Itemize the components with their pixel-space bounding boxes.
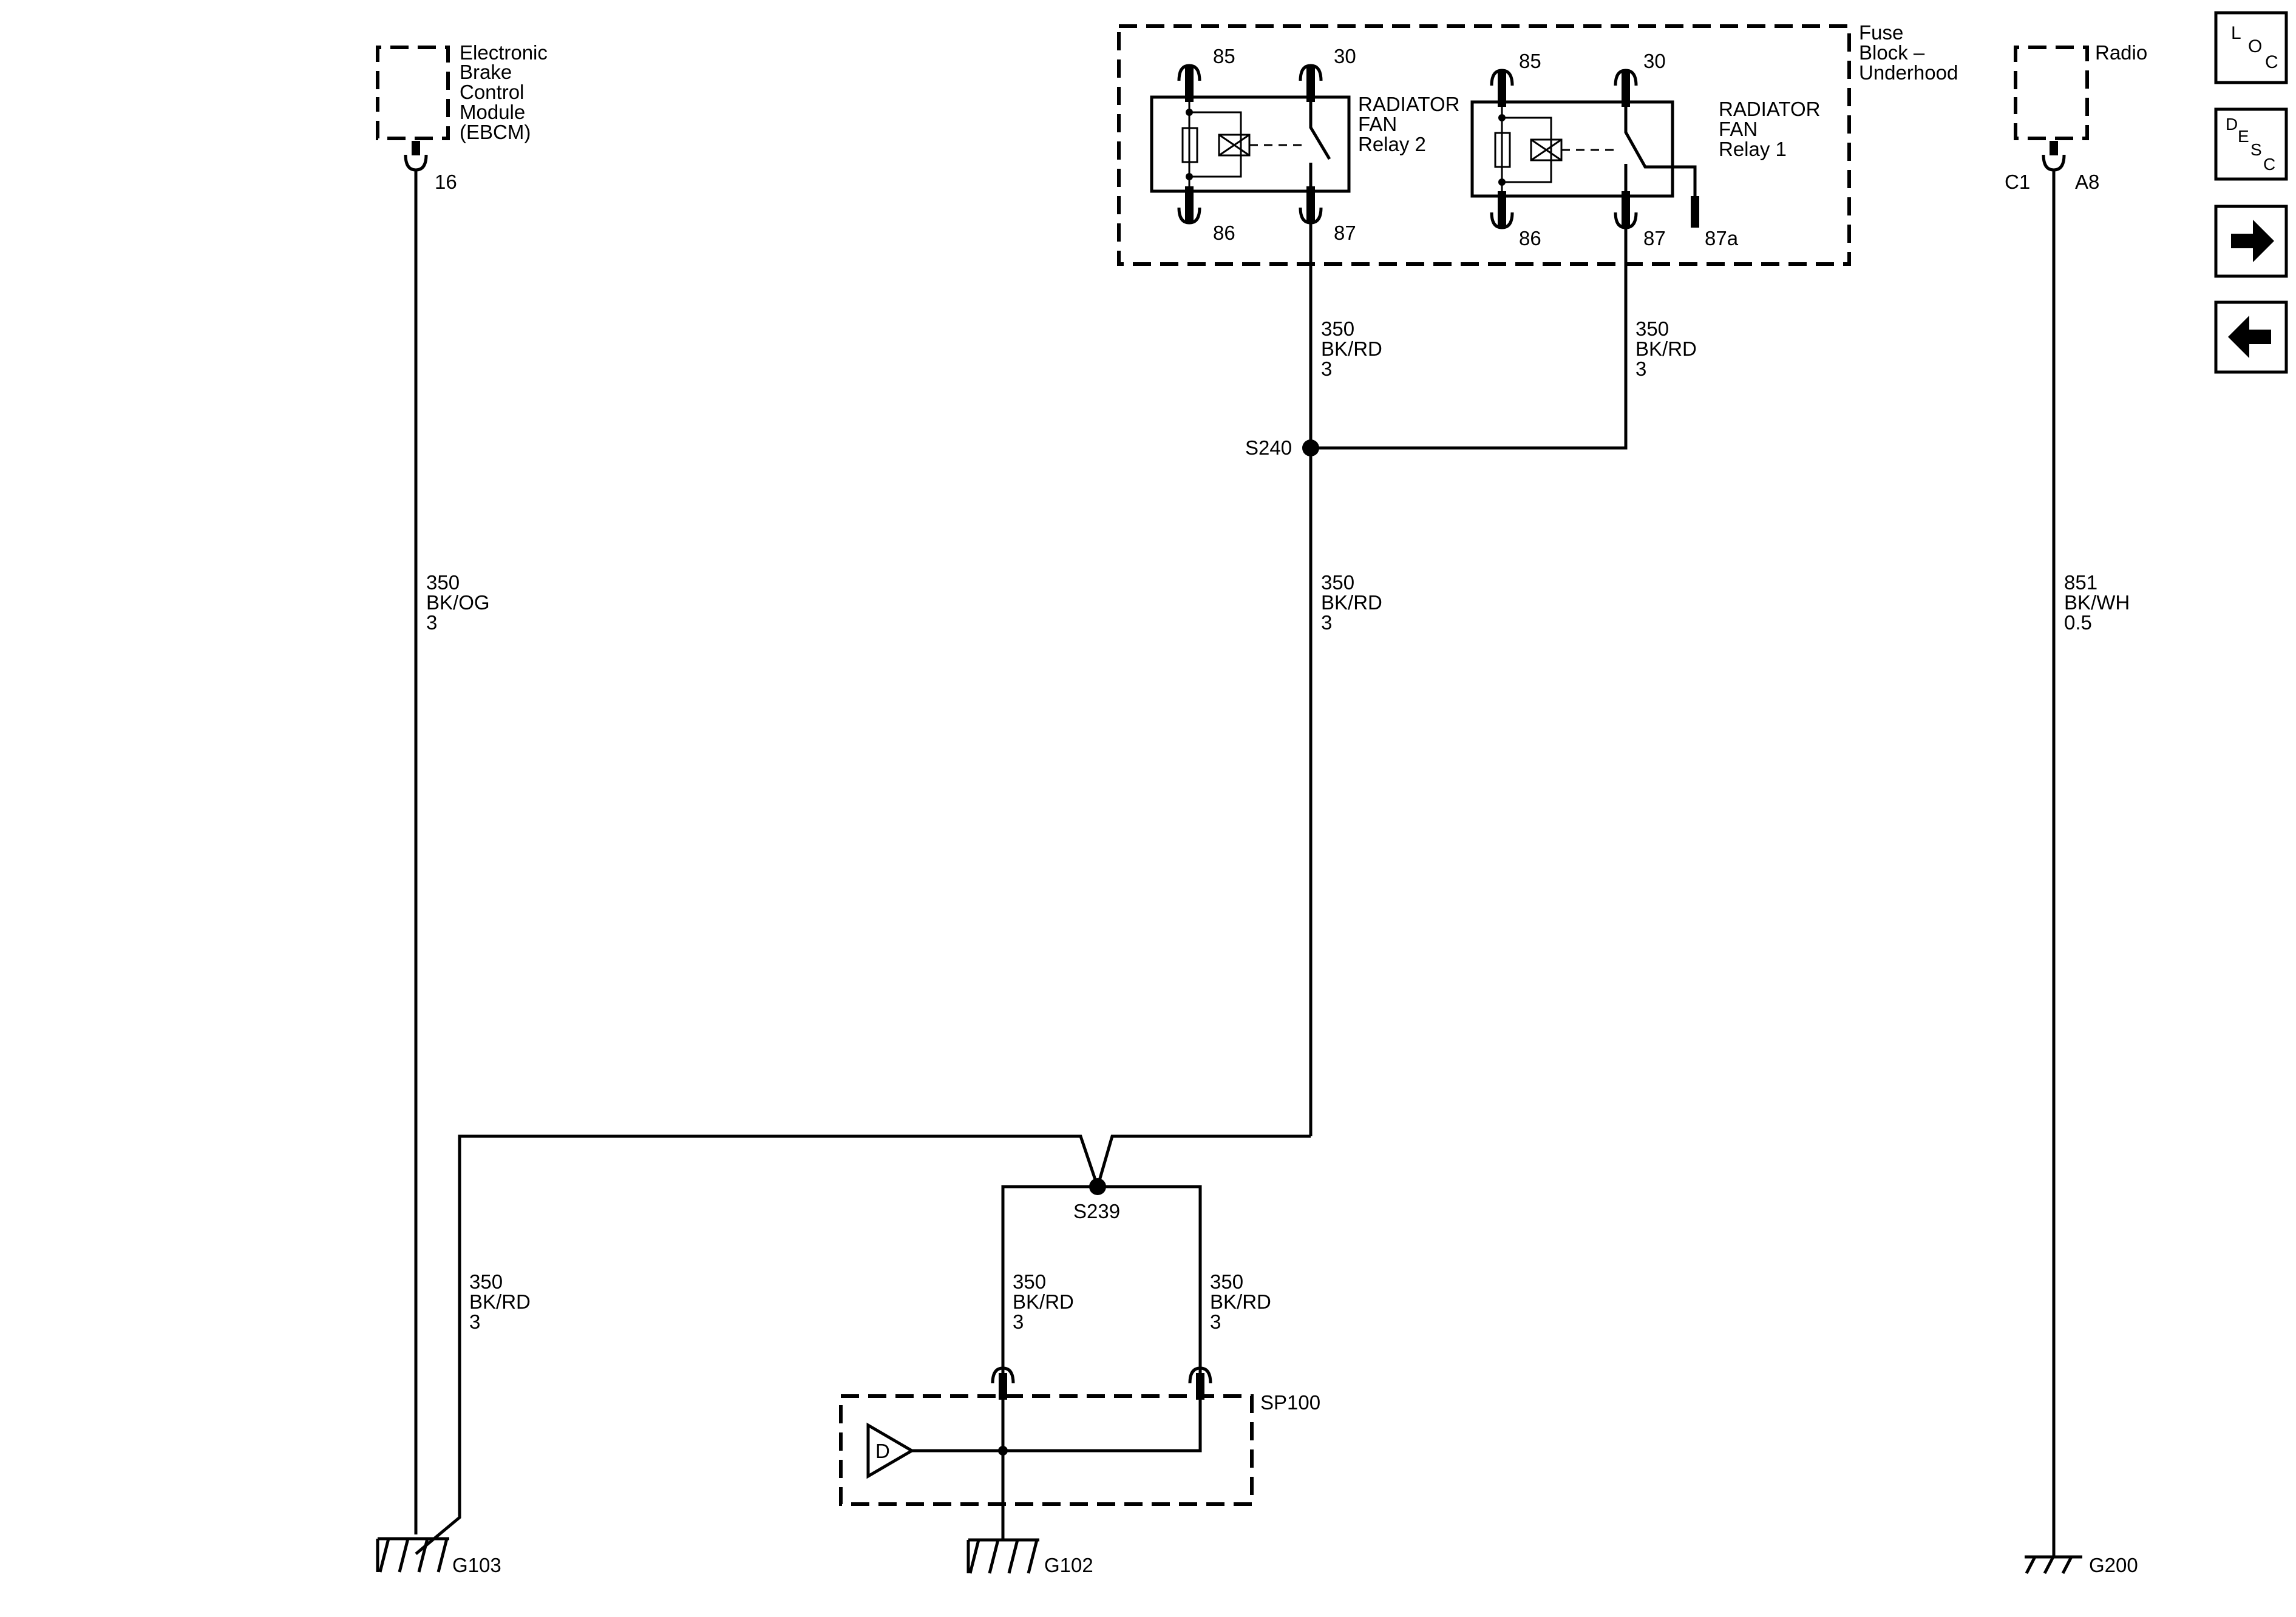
arrow-right-icon	[2231, 220, 2274, 262]
sp100-glyph: D	[875, 1440, 890, 1462]
wire-label-s239-left: 350 BK/RD 3	[1013, 1270, 1074, 1333]
wire-label-relay1-out: 350 BK/RD 3	[1635, 317, 1697, 380]
loc-letter-o: O	[2248, 36, 2262, 56]
fuse-block-underhood: Fuse Block – Underhood	[1117, 21, 1958, 266]
relay2-pin-85: 85	[1213, 45, 1235, 67]
desc-letter-c: C	[2263, 155, 2275, 174]
sp100-splice-pack: D SP100	[839, 1366, 1320, 1506]
ebcm-label-line1: Electronic	[460, 41, 548, 64]
radio-label: Radio	[2095, 41, 2147, 64]
wire-circuit: 350	[1635, 317, 1669, 340]
wire-label-relay2-out: 350 BK/RD 3	[1321, 317, 1382, 380]
wire-gauge: 3	[1321, 611, 1332, 634]
ebcm-pin-label: 16	[435, 171, 457, 193]
desc-button[interactable]: D E S C	[2214, 107, 2288, 181]
splice-s240: S240	[1245, 436, 1319, 459]
wire-label-ebcm-ground: 350 BK/OG 3	[426, 571, 490, 634]
wire-circuit: 350	[469, 1270, 503, 1293]
wire-circuit: 350	[1321, 571, 1354, 594]
fuse-block-label-line1: Fuse	[1859, 21, 1903, 44]
wire-color: BK/RD	[1635, 337, 1697, 360]
fuse-block-label-line3: Underhood	[1859, 61, 1958, 84]
ebcm-connector: 16	[404, 141, 457, 193]
wire-label-s239-g103: 350 BK/RD 3	[469, 1270, 531, 1333]
radio-pin-label: A8	[2075, 171, 2099, 193]
wire-circuit: 350	[1013, 1270, 1046, 1293]
arrow-left-icon	[2228, 316, 2271, 358]
wire-gauge: 3	[1013, 1310, 1024, 1333]
relay1-pin-86: 86	[1519, 227, 1541, 249]
wire-circuit: 350	[1321, 317, 1354, 340]
wire-gauge: 3	[1635, 358, 1646, 380]
ground-g200: G200	[2025, 1554, 2138, 1576]
relay1-pin-30: 30	[1643, 50, 1666, 72]
wire-color: BK/RD	[1321, 591, 1382, 614]
relay2-label-line1: RADIATOR	[1358, 93, 1459, 115]
ground-g102: G102	[966, 1538, 1093, 1576]
wire-circuit: 851	[2064, 571, 2097, 594]
relay1-label-line2: FAN	[1719, 118, 1758, 140]
ground-g200-label: G200	[2089, 1554, 2138, 1576]
splice-s240-label: S240	[1245, 436, 1292, 459]
relay1-pin-85: 85	[1519, 50, 1541, 72]
relay1-label-line3: Relay 1	[1719, 138, 1787, 160]
fuse-block-label-line2: Block –	[1859, 41, 1925, 64]
desc-letter-s: S	[2250, 140, 2262, 159]
radiator-fan-relay-1: RADIATOR FAN Relay 1 85 30 86 87 87a	[1470, 50, 1820, 249]
ebcm-label-line4: Module	[460, 101, 525, 123]
splice-s239-label: S239	[1073, 1200, 1120, 1222]
sp100-label: SP100	[1260, 1391, 1320, 1414]
relay1-pin-87a: 87a	[1705, 227, 1739, 249]
ebcm-label-line5: (EBCM)	[460, 121, 531, 143]
wire-circuit: 350	[1210, 1270, 1243, 1293]
prev-button[interactable]	[2214, 300, 2288, 374]
splice-s239: S239	[1073, 1178, 1120, 1222]
relay2-pin-86: 86	[1213, 222, 1235, 244]
wire-label-s240-down: 350 BK/RD 3	[1321, 571, 1382, 634]
wire-paths	[414, 170, 2056, 1557]
wire-color: BK/WH	[2064, 591, 2130, 614]
wire-gauge: 3	[1210, 1310, 1221, 1333]
wire-label-radio-ground: 851 BK/WH 0.5	[2064, 571, 2130, 634]
wire-gauge: 0.5	[2064, 611, 2092, 634]
wire-color: BK/RD	[1013, 1290, 1074, 1313]
radiator-fan-relay-2: RADIATOR FAN Relay 2 85 30 86 87	[1150, 45, 1459, 244]
loc-letter-c: C	[2265, 52, 2278, 72]
wire-color: BK/RD	[469, 1290, 531, 1313]
ground-g103: G103	[376, 1537, 501, 1576]
wire-gauge: 3	[1321, 358, 1332, 380]
wire-circuit: 350	[426, 571, 460, 594]
ebcm-module: Electronic Brake Control Module (EBCM)	[376, 41, 548, 143]
desc-letter-e: E	[2238, 127, 2249, 146]
ebcm-label-line2: Brake	[460, 61, 512, 83]
wire-color: BK/RD	[1321, 337, 1382, 360]
ebcm-label-line3: Control	[460, 81, 524, 103]
radio-connector-label: C1	[2005, 171, 2030, 193]
relay2-label-line2: FAN	[1358, 113, 1397, 135]
loc-letter-l: L	[2231, 23, 2241, 43]
loc-button[interactable]: L O C	[2214, 11, 2288, 84]
relay2-label-line3: Relay 2	[1358, 133, 1426, 155]
relay2-pin-30: 30	[1334, 45, 1356, 67]
radio-module: Radio C1 A8	[2005, 41, 2147, 193]
next-button[interactable]	[2214, 205, 2288, 278]
relay1-pin-87: 87	[1643, 227, 1666, 249]
wire-label-s239-right: 350 BK/RD 3	[1210, 1270, 1271, 1333]
desc-letter-d: D	[2226, 115, 2238, 134]
wire-color: BK/RD	[1210, 1290, 1271, 1313]
relay2-pin-87: 87	[1334, 222, 1356, 244]
wire-gauge: 3	[426, 611, 437, 634]
relay1-label-line1: RADIATOR	[1719, 98, 1820, 120]
wire-color: BK/OG	[426, 591, 490, 614]
ground-g103-label: G103	[452, 1554, 501, 1576]
ground-g102-label: G102	[1044, 1554, 1093, 1576]
wire-gauge: 3	[469, 1310, 480, 1333]
